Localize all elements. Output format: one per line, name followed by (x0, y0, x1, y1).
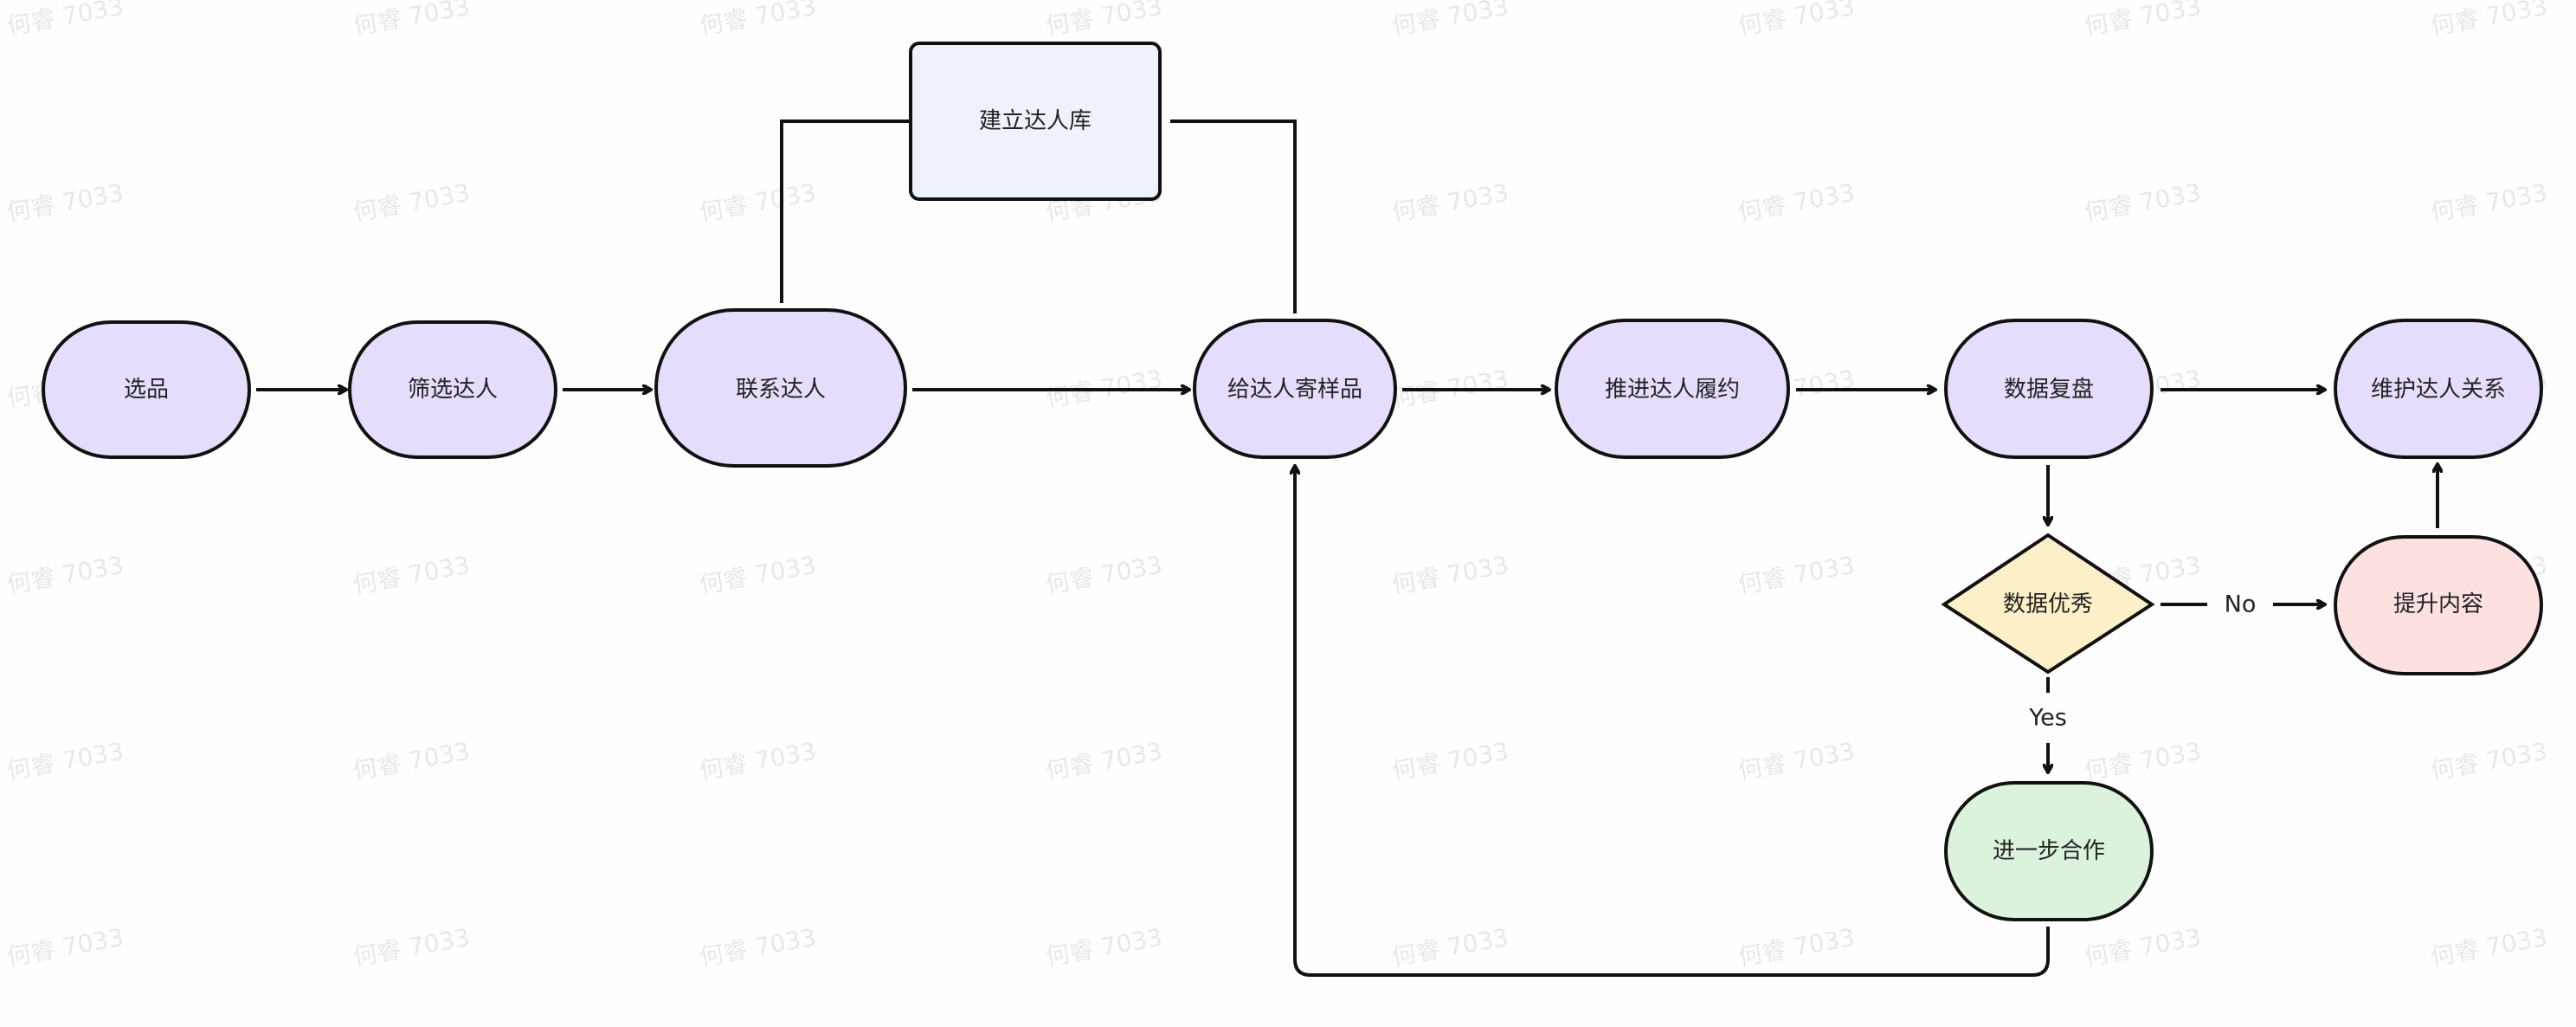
edges-layer (256, 119, 2438, 977)
node-influencer-library-shape (909, 42, 1162, 201)
node-influencer-library: 建立达人库 (909, 42, 1162, 201)
edge-cooperation-loop-to-samples (1295, 466, 2050, 977)
node-improve-content-label: 提升内容 (2393, 591, 2483, 617)
node-data-excellent-label: 数据优秀 (2003, 591, 2093, 617)
node-contact-influencers: 联系达人 (654, 308, 907, 468)
node-send-samples-shape (1193, 319, 1397, 459)
node-maintain-relations: 维护达人关系 (2334, 319, 2543, 459)
nodes-layer: 选品 筛选达人 联系达人 建立达人库 给达人寄样品 推进达人履约 数据复盘 (42, 42, 2543, 921)
edge-labels-layer: No Yes (2028, 591, 2256, 732)
node-send-samples-label: 给达人寄样品 (1227, 377, 1362, 403)
edge-library-to-samples (1170, 119, 1297, 313)
node-push-fulfillment-label: 推进达人履约 (1605, 377, 1740, 403)
node-filter-influencers-shape (348, 320, 557, 459)
node-maintain-relations-shape (2334, 319, 2543, 459)
node-data-review-label: 数据复盘 (2004, 377, 2094, 403)
node-send-samples: 给达人寄样品 (1193, 319, 1397, 459)
node-influencer-library-label: 建立达人库 (979, 108, 1092, 134)
node-data-excellent-decision: 数据优秀 (1941, 533, 2155, 675)
node-filter-influencers-label: 筛选达人 (408, 377, 498, 403)
node-improve-content: 提升内容 (2334, 535, 2543, 675)
node-push-fulfillment-shape (1555, 319, 1790, 459)
node-data-excellent-shape (1941, 533, 2155, 675)
edge-contact-to-library (780, 119, 911, 303)
edge-label-yes: Yes (2028, 705, 2067, 732)
node-improve-content-shape (2334, 535, 2543, 675)
node-select-products-label: 选品 (124, 377, 169, 403)
node-contact-influencers-label: 联系达人 (736, 377, 826, 403)
node-contact-influencers-shape (654, 308, 907, 468)
node-filter-influencers: 筛选达人 (348, 320, 557, 459)
node-maintain-relations-label: 维护达人关系 (2371, 377, 2506, 403)
node-push-fulfillment: 推进达人履约 (1555, 319, 1790, 459)
node-further-cooperation-shape (1944, 781, 2154, 921)
node-data-review: 数据复盘 (1944, 319, 2154, 459)
node-data-review-shape (1944, 319, 2154, 459)
node-further-cooperation-label: 进一步合作 (1993, 838, 2105, 864)
edge-label-no: No (2225, 591, 2257, 618)
node-select-products: 选品 (42, 320, 251, 459)
node-further-cooperation: 进一步合作 (1944, 781, 2154, 921)
node-select-products-shape (42, 320, 251, 459)
